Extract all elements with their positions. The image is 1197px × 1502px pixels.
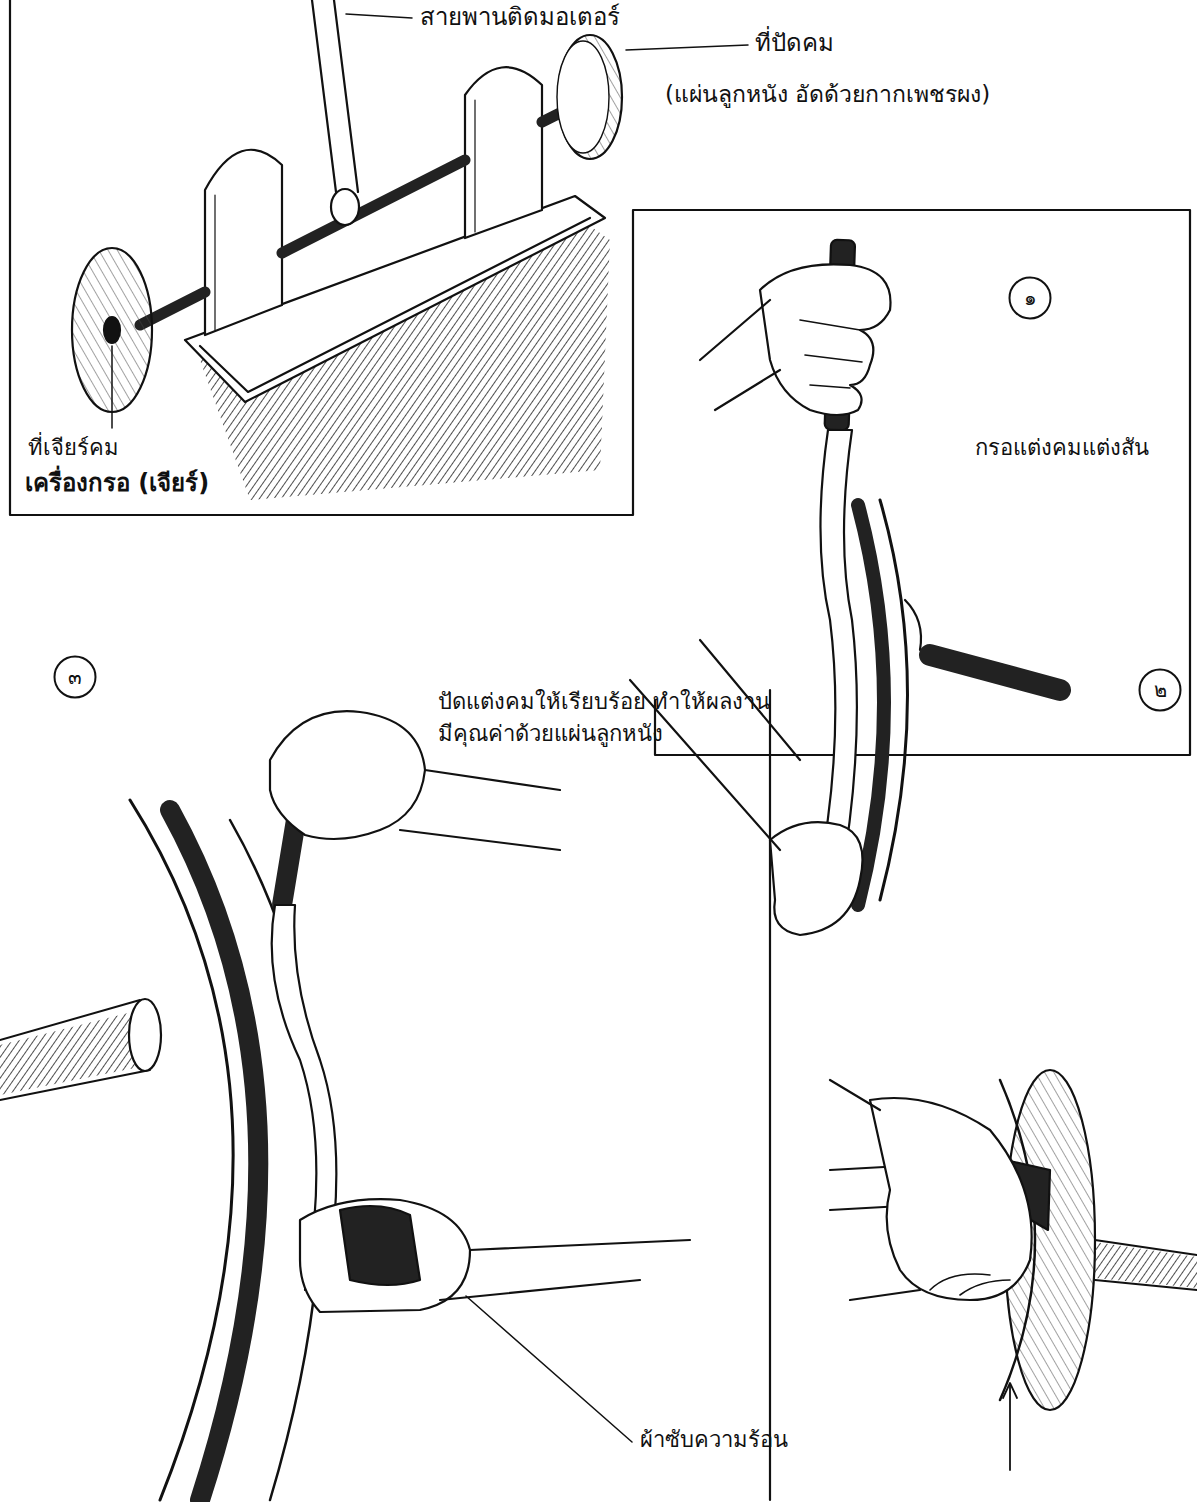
bearing-block (205, 150, 282, 335)
wheel-rim (170, 810, 258, 1500)
callout-number: ๒ (1138, 668, 1182, 712)
arm-line (400, 770, 560, 850)
part-label: ผ้าซับความร้อน (640, 1424, 788, 1456)
bearing-block (465, 67, 542, 238)
pressure-arrow (1009, 1385, 1011, 1470)
leather-wheel (558, 35, 622, 159)
bearing-shade (214, 195, 215, 330)
finger-line (930, 1274, 1010, 1295)
part-label: กรอแต่งคมแต่งสัน (975, 432, 1149, 464)
part-label: ปัดแต่งคมให้เรียบร้อย ทำให้ผลงาน มีคุณค่… (438, 686, 783, 750)
leader-line (111, 346, 113, 428)
leader-line (346, 14, 412, 18)
part-label: (แผ่นลูกหนัง อัดด้วยกากเพชรผง) (665, 78, 990, 111)
motor-belt (312, 0, 358, 192)
grinder-shaft (1095, 1240, 1197, 1290)
grinder-shaft (930, 655, 1060, 690)
part-label: สายพานติดมอเตอร์ (420, 0, 620, 35)
bearing-shade (474, 100, 475, 232)
pressure-arrow (1003, 1383, 1017, 1398)
part-label: ที่ปัดคม (755, 26, 834, 61)
wheel-face (905, 600, 921, 650)
grinder-shaft (1095, 1242, 1197, 1288)
panel-frame (10, 0, 1190, 755)
chisel-handle (282, 820, 296, 905)
wheel-rim (858, 505, 884, 905)
chisel-blade (818, 430, 857, 885)
leader-line (466, 1296, 632, 1442)
hand (760, 264, 891, 415)
cloth (340, 1206, 420, 1285)
callout-circle: ๑ (1008, 276, 1052, 320)
leader-line (626, 45, 748, 50)
arm-line (440, 1240, 690, 1300)
grinder-shaft (0, 1000, 150, 1100)
figure-title: เครื่องกรอ (เจียร์) (25, 466, 209, 501)
hand (270, 711, 425, 839)
hand (300, 1199, 470, 1312)
hand (870, 1098, 1032, 1300)
callout-circle: ๒ (1138, 668, 1182, 712)
panel-frame (769, 690, 771, 1500)
arm-line (700, 300, 780, 410)
callout-number: ๑ (1008, 276, 1052, 320)
callout-circle: ๓ (53, 655, 97, 699)
arm-line (830, 1080, 920, 1300)
finger-line (800, 320, 862, 388)
leather-wheel-face (557, 41, 609, 153)
grinder-shaft (0, 1010, 150, 1095)
part-label: ที่เจียร์คม (28, 432, 119, 464)
hand (770, 822, 863, 935)
pulley (331, 189, 359, 225)
callout-number: ๓ (53, 655, 97, 699)
grinder-shaft (140, 108, 570, 325)
wheel-hub (129, 999, 161, 1071)
wheel-hub (104, 317, 120, 343)
